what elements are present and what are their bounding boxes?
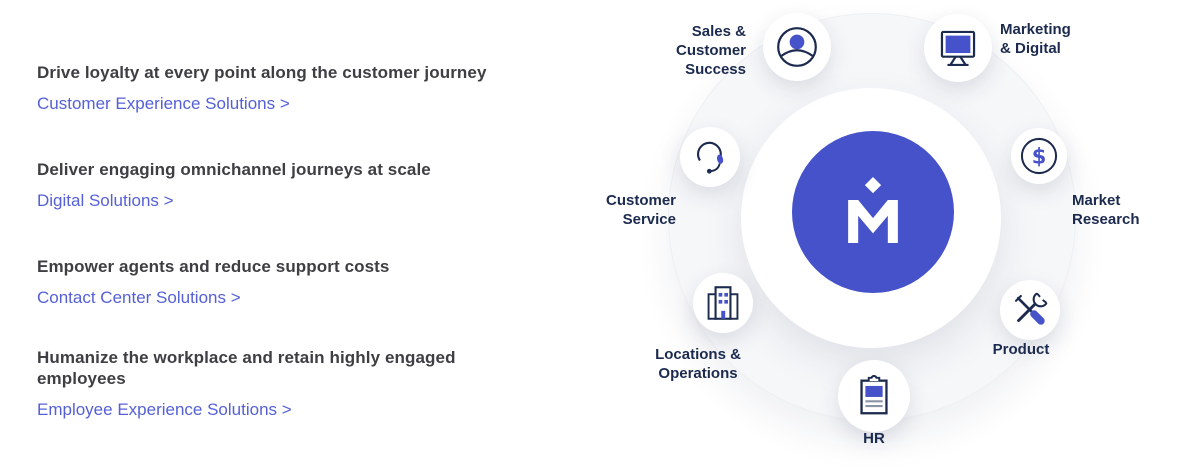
node-locations-operations xyxy=(693,273,753,333)
dollar-icon: $ xyxy=(1020,137,1058,175)
clipboard-icon xyxy=(860,375,888,415)
solution-heading: Deliver engaging omnichannel journeys at… xyxy=(37,160,431,179)
customer-experience-solutions-link[interactable]: Customer Experience Solutions > xyxy=(37,94,290,113)
label-product: Product xyxy=(992,341,1050,358)
node-hr xyxy=(838,360,910,432)
contact-center-solutions-link[interactable]: Contact Center Solutions > xyxy=(37,288,241,307)
solution-item-employee-experience: Humanize the workplace and retain highly… xyxy=(37,347,497,420)
svg-text:$: $ xyxy=(1032,144,1047,168)
medallia-logo-icon xyxy=(848,177,898,243)
label-customer-service: Customer Service xyxy=(605,192,676,228)
person-icon xyxy=(777,27,817,67)
employee-experience-solutions-link[interactable]: Employee Experience Solutions > xyxy=(37,400,292,419)
node-customer-service xyxy=(680,127,740,187)
solution-item-customer-experience: Drive loyalty at every point along the c… xyxy=(37,62,497,114)
headset-icon xyxy=(697,141,724,174)
digital-solutions-link[interactable]: Digital Solutions > xyxy=(37,191,174,210)
node-product xyxy=(1000,280,1060,340)
building-icon xyxy=(707,286,739,320)
label-hr: HR xyxy=(863,430,885,447)
label-locations-operations: Locations & Operations xyxy=(655,346,741,382)
solution-heading: Drive loyalty at every point along the c… xyxy=(37,63,487,82)
label-market-research: Market Research xyxy=(1072,192,1140,228)
node-market-research: $ xyxy=(1011,128,1067,184)
label-sales-customer-success: Sales & Customer Success xyxy=(675,23,746,78)
node-sales-customer-success xyxy=(763,13,831,81)
solution-item-contact-center: Empower agents and reduce support costs … xyxy=(37,256,497,308)
node-marketing-digital xyxy=(924,14,992,82)
monitor-icon xyxy=(940,30,976,67)
solutions-list: Drive loyalty at every point along the c… xyxy=(37,0,517,476)
solution-heading: Humanize the workplace and retain highly… xyxy=(37,348,456,388)
org-wheel-diagram: $ xyxy=(580,0,1200,476)
tools-icon xyxy=(1014,292,1048,325)
solution-item-digital: Deliver engaging omnichannel journeys at… xyxy=(37,159,497,211)
solution-heading: Empower agents and reduce support costs xyxy=(37,257,390,276)
medallia-logo-circle xyxy=(792,131,954,293)
label-marketing-digital: Marketing & Digital xyxy=(1000,21,1071,57)
